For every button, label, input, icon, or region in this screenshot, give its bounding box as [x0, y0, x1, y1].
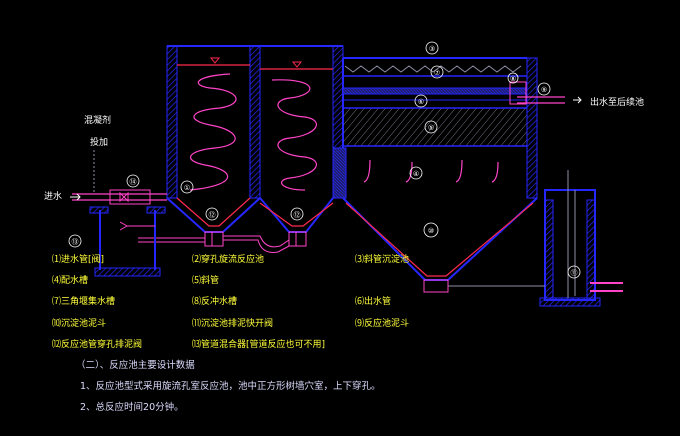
marker-13 — [68, 234, 82, 248]
legend-item: ⑾沉淀池排泥快开阀 — [192, 319, 274, 329]
sedimentation-tank — [332, 57, 582, 293]
notes-item-1: 1、反应池型式采用旋流孔室反应池，池中正方形树墙穴室，上下穿孔。 — [80, 381, 381, 392]
legend-item: ⑹出水管 — [355, 297, 392, 307]
marker-9-text: ⑨ — [541, 86, 547, 94]
marker-12b-text: ⑫ — [294, 211, 301, 219]
legend-item: ⑺三角堰集水槽 — [52, 297, 116, 307]
marker-12a — [205, 207, 219, 221]
marker-8-text: ⑧ — [510, 75, 516, 83]
outlet-label: 出水至后续池 — [590, 98, 645, 108]
backwash-trough — [342, 87, 528, 95]
marker-7-text: ⑦ — [434, 69, 440, 77]
marker-10 — [423, 222, 439, 238]
marker-12b — [290, 207, 304, 221]
wall-left — [166, 45, 178, 199]
additive-label-2: 投加 — [90, 138, 109, 148]
inlet-pipe — [70, 150, 167, 205]
legend-item: ⑻反冲水槽 — [192, 297, 238, 307]
legend-item: ⑽沉淀池泥斗 — [52, 319, 107, 329]
legend-item: ⑵穿孔旋流反应池 — [192, 255, 265, 265]
marker-13-text: ⑬ — [72, 238, 79, 246]
wall-mid-1 — [249, 45, 261, 199]
marker-6-text: ⑥ — [418, 98, 424, 106]
marker-11-text: ⑪ — [571, 269, 578, 277]
marker-8 — [507, 72, 519, 84]
legend-item: ⑷配水槽 — [52, 276, 89, 286]
marker-14-text: ⑭ — [130, 178, 137, 186]
legend-item: ⑶斜管沉淀池 — [355, 255, 410, 265]
marker-10-text: ⑩ — [428, 227, 434, 235]
marker-9 — [537, 82, 551, 96]
marker-3-text: ③ — [429, 45, 435, 53]
legend-item: ⑸斜管 — [192, 276, 220, 286]
additive-label-1: 混凝剂 — [84, 116, 112, 126]
marker-7 — [430, 65, 444, 79]
wall-right — [526, 57, 538, 199]
legend-item: ⒀管道混合器[管道反应也可不用] — [192, 340, 326, 350]
notes-title: （二）、反应池主要设计数据 — [76, 360, 195, 371]
marker-5 — [424, 120, 438, 134]
marker-11 — [567, 265, 581, 279]
marker-14 — [126, 174, 140, 188]
reaction-tank — [166, 45, 344, 247]
number-markers — [68, 41, 581, 279]
marker-6 — [414, 94, 428, 108]
marker-3 — [425, 41, 439, 55]
legend-item: ⑴进水管[阀] — [52, 255, 105, 265]
marker-4-text: ④ — [413, 170, 419, 178]
marker-4 — [409, 166, 423, 180]
legend-item: ⑼反应池泥斗 — [355, 319, 410, 329]
notes-item-2: 2、总反应时间20分钟。 — [80, 402, 184, 413]
inlet-label: 进水 — [44, 192, 63, 202]
marker-1 — [180, 180, 194, 194]
inclined-tubes — [342, 107, 528, 147]
marker-12a-text: ⑫ — [209, 211, 216, 219]
marker-1-text: ① — [184, 184, 190, 192]
sludge-pipes — [89, 170, 623, 307]
legend-item: ⑿反应池管穿孔排泥阀 — [52, 340, 143, 350]
marker-5-text: ⑤ — [428, 124, 434, 132]
